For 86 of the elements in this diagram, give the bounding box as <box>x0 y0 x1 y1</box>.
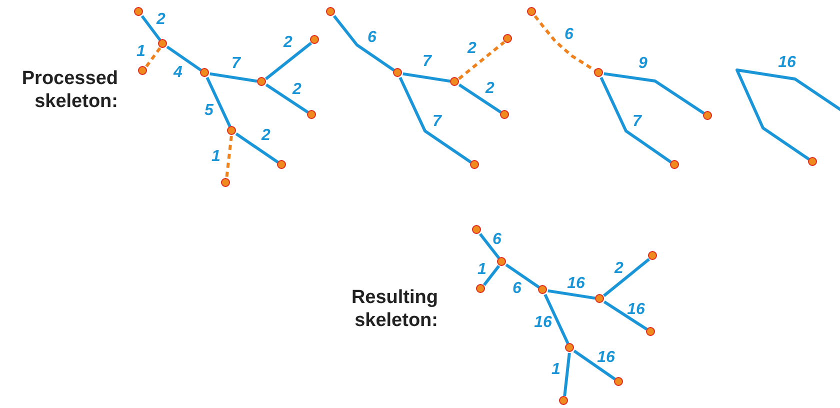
vertex-dot <box>648 251 657 260</box>
vertex-dot <box>476 284 485 293</box>
edge-label: 4 <box>174 65 182 81</box>
branch-line <box>235 132 279 164</box>
edge-label: 7 <box>632 114 642 130</box>
edge-label: 16 <box>567 276 585 292</box>
vertex-dot <box>257 77 266 86</box>
vertex-dot <box>134 7 143 16</box>
vertex-dot <box>310 35 319 44</box>
branch-line <box>573 350 616 380</box>
vertex-dot <box>565 343 574 352</box>
branch-line <box>602 258 650 297</box>
branch-line <box>544 294 570 344</box>
vertex-dot <box>470 160 479 169</box>
vertex-dot <box>595 294 604 303</box>
edge-label: 6 <box>564 27 574 43</box>
vertex-dot <box>808 157 817 166</box>
vertex-dot <box>326 7 335 16</box>
vertex-dot <box>500 110 509 119</box>
vertex-dot <box>221 178 230 187</box>
edge-label: 1 <box>478 262 486 278</box>
vertex-dot <box>594 68 603 77</box>
branch-line <box>563 352 571 396</box>
edge-label: 5 <box>204 103 214 119</box>
vertex-dot <box>614 377 623 386</box>
branch-line <box>264 42 312 80</box>
vertex-dot <box>559 396 568 405</box>
vertex-dot <box>703 111 712 120</box>
edge-label: 2 <box>614 261 624 277</box>
section-heading: Processed skeleton: <box>20 67 118 113</box>
branch-line <box>505 264 540 288</box>
branch-line <box>482 264 500 286</box>
edge-label: 6 <box>368 30 376 46</box>
vertex-dot <box>277 160 286 169</box>
branch-line <box>548 289 596 300</box>
edge-label: 1 <box>212 149 220 165</box>
branch-line <box>332 14 395 72</box>
edge-label: 1 <box>552 362 560 378</box>
vertex-dot <box>503 34 512 43</box>
vertex-dot <box>670 160 679 169</box>
branch-line <box>206 76 232 128</box>
branch-line <box>603 300 648 331</box>
edge-label: 2 <box>262 128 270 144</box>
branch-line <box>402 72 450 83</box>
branch-line <box>736 68 840 160</box>
vertex-dot <box>472 225 481 234</box>
vertex-dot <box>393 68 402 77</box>
vertex-dot <box>158 39 167 48</box>
branch-line <box>166 46 202 72</box>
vertex-dot <box>527 7 536 16</box>
edge-label: 6 <box>512 281 522 297</box>
vertex-dot <box>200 68 209 77</box>
edge-label: 2 <box>292 82 302 98</box>
pruned-branch-line <box>144 47 162 68</box>
branch-line <box>140 15 162 41</box>
pruned-branch-line <box>458 41 506 80</box>
vertex-dot <box>538 285 547 294</box>
branch-line <box>478 232 500 260</box>
edge-label: 2 <box>486 81 494 97</box>
edge-label: 6 <box>492 232 502 248</box>
section-heading: Resulting skeleton: <box>350 286 438 332</box>
vertex-dot <box>646 327 655 336</box>
edge-label: 1 <box>136 44 146 60</box>
edge-label: 7 <box>232 56 240 72</box>
branch-line <box>600 76 672 164</box>
edge-label: 9 <box>638 56 648 72</box>
vertex-dot <box>450 77 459 86</box>
vertex-dot <box>227 126 236 135</box>
branch-line <box>604 72 705 114</box>
branch-line <box>265 84 309 114</box>
edge-label: 7 <box>432 114 442 130</box>
vertex-dot <box>138 66 147 75</box>
edge-label: 2 <box>468 41 476 57</box>
edge-label: 2 <box>156 12 166 28</box>
vertex-dot <box>497 257 506 266</box>
branch-line <box>398 76 472 164</box>
edge-label: 2 <box>284 35 292 51</box>
edge-label: 16 <box>627 302 645 318</box>
vertex-dot <box>307 110 316 119</box>
edge-label: 16 <box>778 55 796 71</box>
branch-line <box>210 72 258 83</box>
edge-label: 16 <box>534 315 552 331</box>
branch-line <box>458 84 502 114</box>
pruned-branch-line <box>225 136 233 178</box>
edge-label: 7 <box>422 54 432 70</box>
edge-label: 16 <box>597 350 615 366</box>
